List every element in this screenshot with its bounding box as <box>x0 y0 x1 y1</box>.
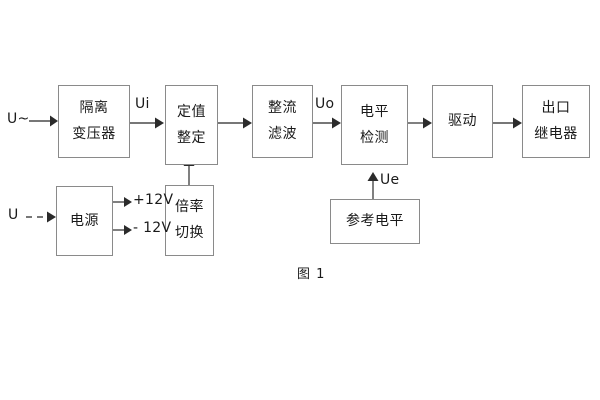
figure-caption: 图 1 <box>297 267 326 282</box>
block-line: 电平 <box>360 103 389 120</box>
block-power-supply[interactable]: 电源 <box>56 186 113 256</box>
block-line: 定值 <box>177 103 206 120</box>
block-drive[interactable]: 驱动 <box>432 85 493 158</box>
arrowhead-uo <box>332 117 341 129</box>
block-line: 出口 <box>541 100 571 117</box>
arrowhead-positive-rail <box>124 197 132 207</box>
arrowhead-input-ac <box>50 115 58 127</box>
block-output-relay[interactable]: 出口 继电器 <box>522 85 590 158</box>
block-isolation-transformer[interactable]: 隔离 变压器 <box>58 85 130 158</box>
arrowhead-negative-rail <box>124 225 132 235</box>
arrowhead-rectify <box>243 117 252 129</box>
block-line: 变压器 <box>72 126 116 142</box>
label-rail-positive: +12V <box>133 192 174 208</box>
block-rectify-filter[interactable]: 整流 滤波 <box>252 85 313 158</box>
block-setpoint-setting[interactable]: 定值 整定 <box>165 85 218 165</box>
label-rail-negative: - 12V <box>133 220 172 236</box>
label-input-ac: U~ <box>7 111 30 127</box>
arrowhead-relay <box>513 117 522 129</box>
label-signal-ue: Ue <box>380 172 400 188</box>
block-multiplier-switch[interactable]: 倍率 切换 <box>165 185 214 256</box>
block-line: 滤波 <box>268 126 297 142</box>
block-line: 隔离 <box>79 100 109 117</box>
label-signal-ui: Ui <box>135 96 150 112</box>
arrowhead-ue <box>367 172 379 181</box>
arrowhead-ui <box>155 117 164 129</box>
label-input-dc: U <box>8 207 19 223</box>
arrowhead-input-dc <box>47 211 56 223</box>
block-line: 参考电平 <box>346 213 404 230</box>
label-signal-uo: Uo <box>315 96 335 112</box>
block-reference-level[interactable]: 参考电平 <box>330 199 420 244</box>
arrowhead-drive <box>423 117 432 129</box>
block-level-detection[interactable]: 电平 检测 <box>341 85 408 165</box>
block-line: 继电器 <box>534 126 578 142</box>
block-line: 切换 <box>175 225 204 241</box>
block-line: 驱动 <box>448 113 477 130</box>
block-line: 整定 <box>177 129 206 146</box>
block-line: 电源 <box>70 212 99 229</box>
block-line: 检测 <box>360 129 389 146</box>
block-line: 倍率 <box>175 199 204 216</box>
block-line: 整流 <box>268 100 297 117</box>
